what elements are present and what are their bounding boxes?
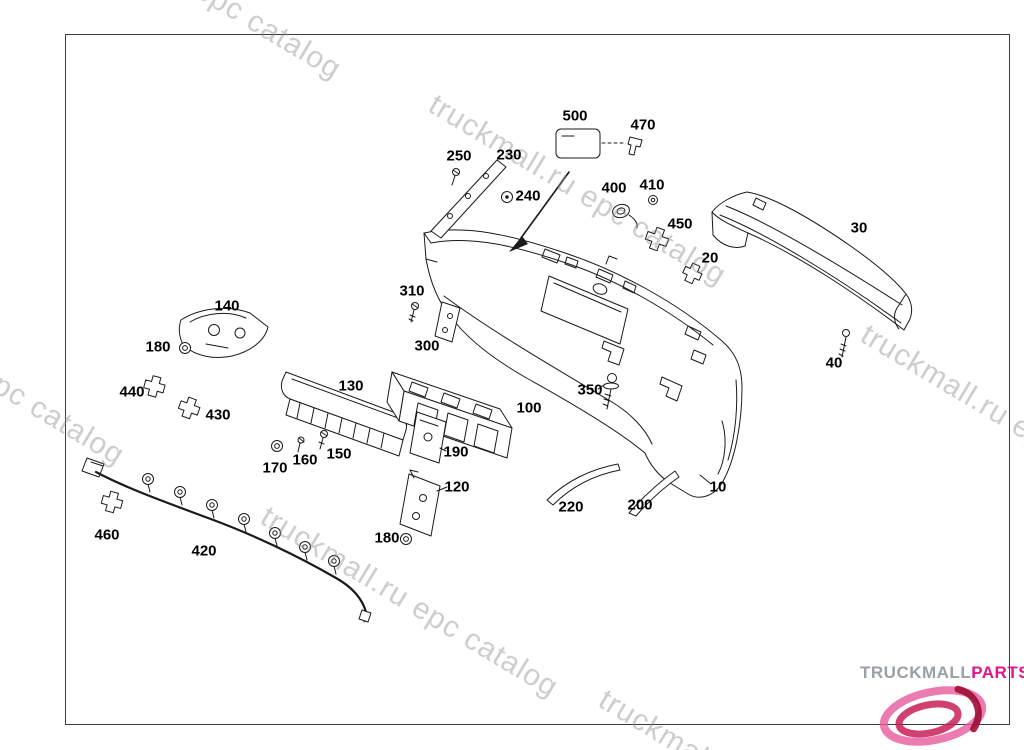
part-140-bracket [178, 307, 269, 359]
part-440-clip [143, 375, 166, 398]
part-label-440: 440 [119, 383, 145, 401]
part-160-screw [297, 436, 305, 453]
part-label-120: 120 [444, 478, 470, 496]
truckmall-swirl-icon [879, 685, 987, 746]
part-430-clip [177, 396, 201, 420]
part-label-430: 430 [205, 406, 231, 424]
part-500-module [555, 128, 627, 159]
part-label-150: 150 [326, 445, 352, 463]
part-label-180b: 180 [374, 529, 400, 547]
logo-text: TRUCKMALLPARTS [860, 663, 1024, 683]
part-label-170: 170 [262, 459, 288, 477]
part-label-200: 200 [627, 496, 653, 514]
logo-text-truckmall: TRUCKMALL [860, 663, 972, 682]
truckmall-logo: TRUCKMALLPARTS [860, 663, 1024, 746]
part-400-parking-sensor [612, 203, 638, 229]
part-label-250: 250 [446, 147, 472, 165]
part-label-220: 220 [558, 498, 584, 516]
part-20-clip [682, 262, 703, 285]
part-label-230: 230 [496, 146, 522, 164]
part-180-grommet-upper [179, 342, 191, 354]
part-470-clip [627, 136, 643, 156]
part-450-clip [644, 226, 670, 252]
part-label-160: 160 [292, 451, 318, 469]
part-130-reinforcement-bar [280, 371, 407, 457]
part-310-screw [408, 302, 419, 323]
part-170-grommet [271, 440, 283, 452]
logo-text-parts: PARTS [971, 663, 1024, 682]
part-410-grommet [648, 195, 658, 205]
part-240-fastener [501, 191, 513, 203]
part-label-470: 470 [630, 116, 656, 134]
part-230-bracket-strip [430, 159, 507, 239]
part-label-500: 500 [562, 107, 588, 125]
part-label-310: 310 [399, 282, 425, 300]
part-label-130: 130 [338, 377, 364, 395]
direction-arrow [509, 171, 570, 252]
part-300-bracket-strip [434, 301, 461, 343]
diagram-border [65, 34, 1010, 725]
part-label-40: 40 [825, 354, 843, 372]
part-label-20: 20 [701, 249, 719, 267]
part-40-screw [838, 329, 850, 358]
leader-lines [436, 447, 712, 492]
part-label-300: 300 [414, 337, 440, 355]
part-350-bolt [597, 373, 619, 410]
part-label-450: 450 [667, 215, 693, 233]
part-label-30: 30 [850, 219, 868, 237]
part-label-190: 190 [443, 443, 469, 461]
part-100-impact-absorber [386, 371, 513, 459]
part-250-screw [451, 168, 460, 186]
part-10-bumper-cover [423, 229, 743, 498]
part-200-trim-strip [628, 470, 680, 517]
part-label-240: 240 [515, 187, 541, 205]
part-220-trim-strip [546, 463, 621, 506]
part-label-100: 100 [516, 399, 542, 417]
part-120-bracket [399, 469, 441, 537]
part-460-clip [100, 490, 124, 514]
part-30-diffuser [711, 191, 913, 331]
part-420-wiring-harness [81, 457, 372, 623]
part-label-400: 400 [601, 179, 627, 197]
part-label-180a: 180 [145, 338, 171, 356]
part-label-410: 410 [639, 176, 665, 194]
part-180-grommet-lower [400, 533, 412, 545]
part-190-bracket [409, 411, 447, 464]
part-label-10: 10 [709, 478, 727, 496]
part-label-350: 350 [577, 381, 603, 399]
part-label-140: 140 [214, 297, 240, 315]
part-label-460: 460 [94, 526, 120, 544]
part-150-screw [318, 430, 328, 450]
part-label-420: 420 [191, 542, 217, 560]
